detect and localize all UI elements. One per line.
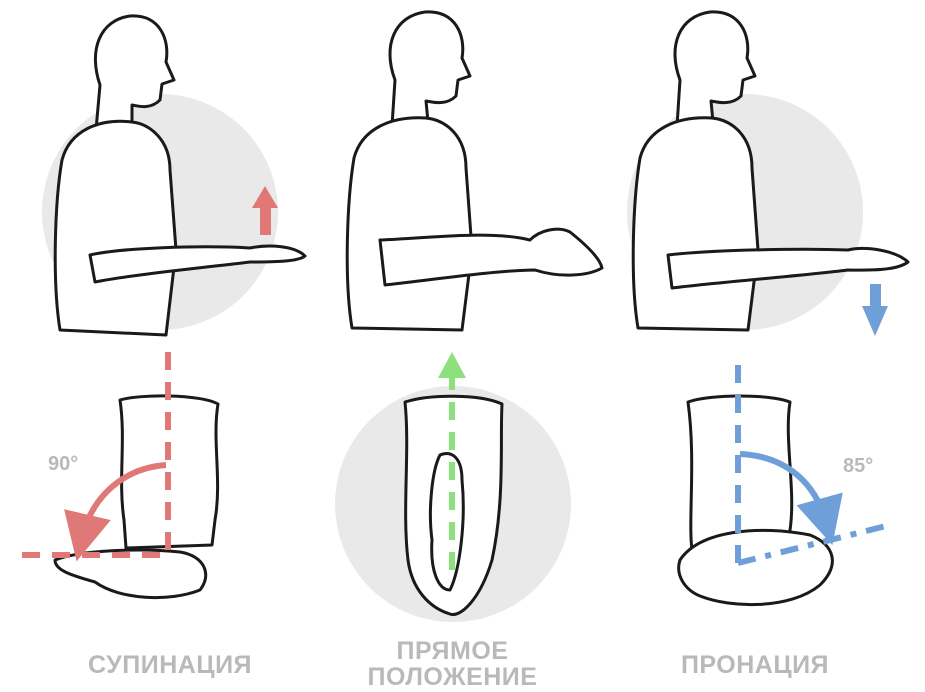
supination-label: СУПИНАЦИЯ	[60, 652, 280, 678]
pronation-angle: 85°	[843, 455, 873, 478]
supination-figure	[42, 16, 305, 335]
pronation-label: ПРОНАЦИЯ	[650, 652, 860, 678]
pronation-figure	[627, 12, 908, 336]
neutral-label-line1: ПРЯМОЕ	[340, 638, 565, 664]
neutral-label-line2: ПОЛОЖЕНИЕ	[340, 664, 565, 690]
neutral-figure	[347, 12, 602, 330]
neutral-label: ПРЯМОЕ ПОЛОЖЕНИЕ	[340, 638, 565, 690]
neutral-forearm	[335, 352, 571, 622]
supination-angle: 90°	[48, 453, 78, 476]
pronation-forearm	[679, 365, 890, 605]
